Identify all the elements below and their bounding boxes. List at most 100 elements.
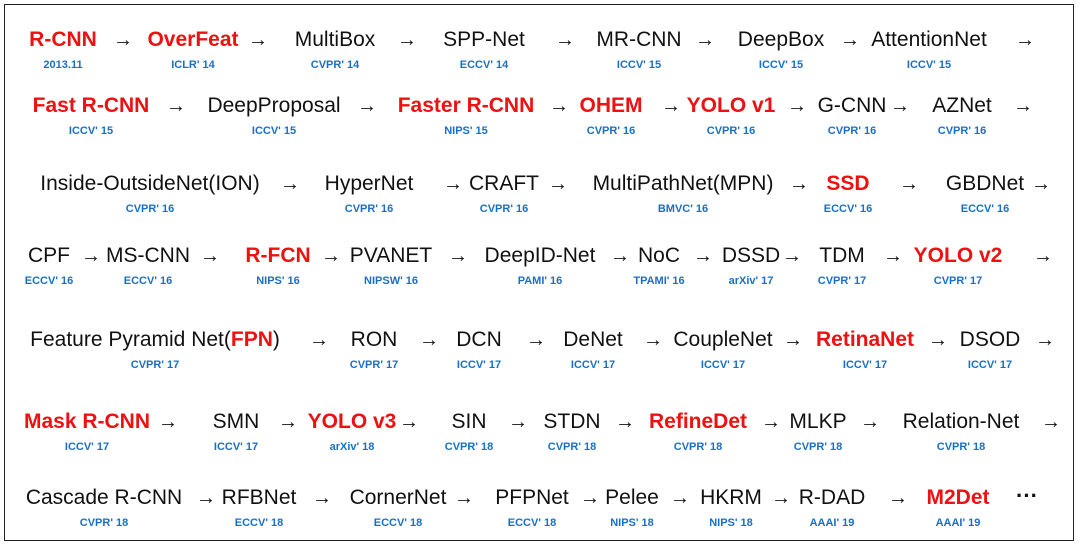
method-name: Inside-OutsideNet(ION) — [40, 172, 260, 195]
venue-label: CVPR' 16 — [344, 203, 394, 215]
arrow-icon: → — [1015, 29, 1035, 51]
arrow-icon: → — [1013, 95, 1033, 117]
method-node: Inside-OutsideNet(ION) CVPR' 16 — [40, 171, 259, 216]
method-name: AZNet — [932, 94, 992, 117]
venue-label: ICCV' 17 — [700, 359, 746, 371]
method-name: RetinaNet — [815, 328, 915, 351]
method-name: SSD — [826, 172, 870, 195]
method-name: CRAFT — [469, 172, 539, 195]
arrow-icon: → — [883, 245, 903, 267]
venue-label: ICCV' 17 — [456, 359, 502, 371]
venue-label: ECCV' 16 — [24, 275, 74, 287]
arrow-icon: → — [526, 329, 546, 351]
arrow-icon: → — [280, 173, 300, 195]
venue-label: ICLR' 14 — [171, 59, 215, 71]
arrow-icon: → — [448, 245, 468, 267]
venue-label: ICCV' 17 — [967, 359, 1013, 371]
method-name: OverFeat — [147, 28, 239, 51]
method-name: Feature Pyramid Net(FPN) — [30, 327, 280, 353]
method-name: DeepID-Net — [484, 244, 596, 267]
arrow-icon: → — [860, 411, 880, 433]
method-name: YOLO v2 — [913, 244, 1003, 267]
method-name: YOLO v1 — [686, 94, 776, 117]
arrow-icon: → — [200, 245, 220, 267]
method-name: RefineDet — [648, 410, 748, 433]
venue-label: TPAMI' 16 — [633, 275, 685, 287]
method-name: HyperNet — [324, 172, 414, 195]
arrow-icon: → — [840, 29, 860, 51]
arrow-icon: → — [787, 95, 807, 117]
venue-label: CVPR' 18 — [444, 441, 494, 453]
method-name: SIN — [451, 410, 487, 433]
arrow-icon: → — [670, 487, 690, 509]
arrow-icon: → — [549, 95, 569, 117]
arrow-icon: → — [248, 29, 268, 51]
venue-label: NIPS' 16 — [256, 275, 300, 287]
venue-label: CVPR' 16 — [125, 203, 175, 215]
method-name: RFBNet — [221, 486, 297, 509]
method-name-part: ) — [272, 328, 280, 351]
arrow-icon: → — [113, 29, 133, 51]
venue-label: ECCV' 16 — [123, 275, 173, 287]
venue-label: ICCV' 15 — [68, 125, 114, 137]
arrow-icon: → — [309, 329, 329, 351]
method-name: CPF — [28, 244, 70, 267]
method-name: PVANET — [349, 244, 433, 267]
method-name: Mask R-CNN — [23, 410, 151, 433]
method-node: Feature Pyramid Net(FPN) CVPR' 17 — [30, 327, 280, 372]
venue-label: NIPS' 15 — [444, 125, 488, 137]
venue-label: AAAI' 19 — [935, 517, 981, 529]
method-name: PFPNet — [495, 486, 569, 509]
method-name-part: Feature Pyramid Net( — [30, 328, 231, 351]
method-name: CoupleNet — [673, 328, 773, 351]
arrow-icon: → — [693, 245, 713, 267]
venue-label: ECCV' 16 — [960, 203, 1010, 215]
method-name: HKRM — [700, 486, 762, 509]
venue-label: CVPR' 14 — [310, 59, 360, 71]
venue-label: CVPR' 17 — [130, 359, 180, 371]
method-name: DSOD — [959, 328, 1021, 351]
venue-label: ECCV' 18 — [507, 517, 557, 529]
venue-label: ICCV' 17 — [842, 359, 888, 371]
venue-label: ICCV' 17 — [570, 359, 616, 371]
arrow-icon: → — [397, 29, 417, 51]
arrow-icon: → — [615, 411, 635, 433]
method-node: DSOD ICCV' 17 — [960, 327, 1021, 372]
venue-label: NIPS' 18 — [610, 517, 654, 529]
method-name-highlight: FPN — [230, 328, 273, 351]
arrow-icon: → — [81, 245, 101, 267]
venue-label: CVPR' 18 — [79, 517, 129, 529]
method-node: MultiPathNet(MPN)BMVC' 16 — [593, 171, 774, 216]
method-name: DeepProposal — [207, 94, 341, 117]
venue-label: arXiv' 18 — [329, 441, 375, 453]
method-name: Relation-Net — [902, 410, 1020, 433]
